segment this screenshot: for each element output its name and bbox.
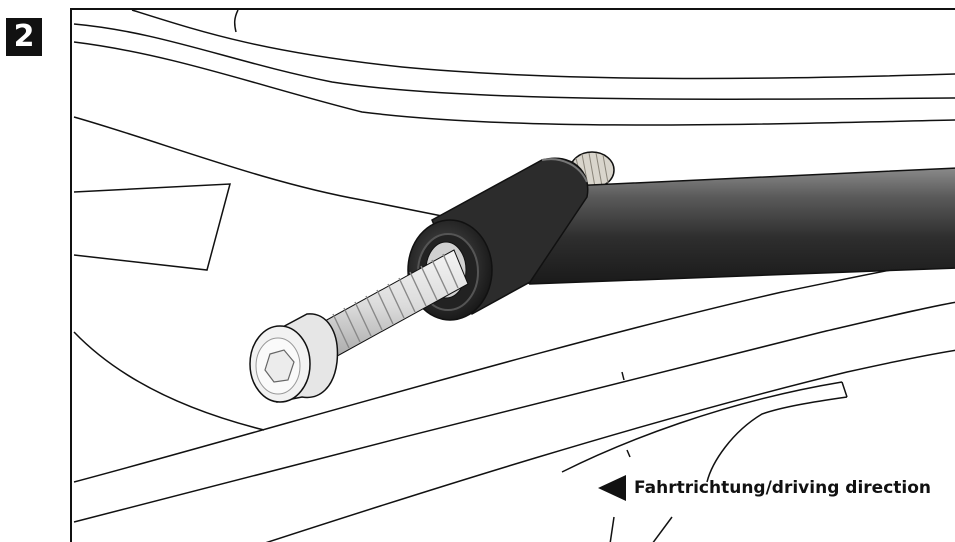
hex-socket-icon (264, 349, 295, 383)
triangle-left-icon (598, 475, 626, 501)
assembly-illustration (73, 10, 955, 542)
frame-outline-lines (73, 10, 955, 542)
driving-direction: Fahrtrichtung/driving direction (598, 473, 931, 503)
illustration-frame (70, 8, 955, 542)
bolt (249, 249, 469, 403)
driving-direction-label: Fahrtrichtung/driving direction (634, 478, 932, 498)
step-number-badge: 2 (6, 18, 42, 56)
